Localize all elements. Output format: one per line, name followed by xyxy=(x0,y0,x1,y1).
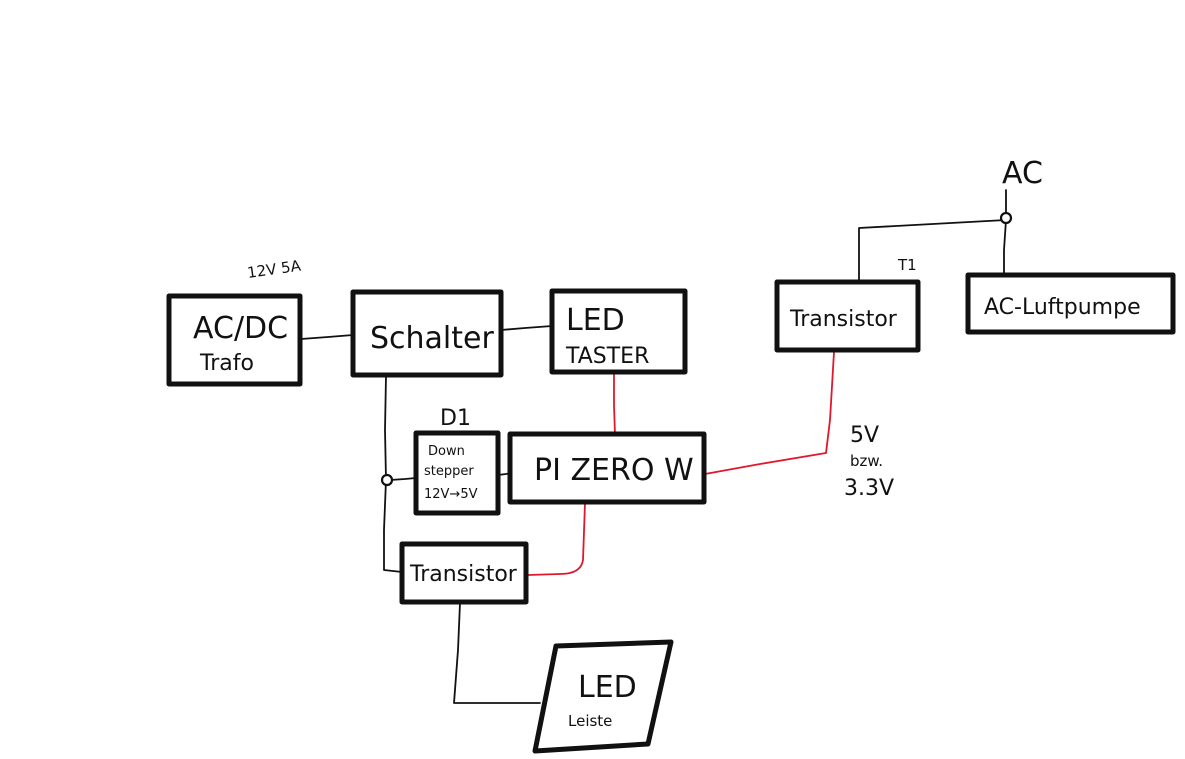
diode-label: D1 xyxy=(440,406,471,431)
trafo-label-line2: Trafo xyxy=(199,351,254,376)
signal-wire-pi-transistor-bottom xyxy=(527,502,586,576)
transistor-bottom-label: Transistor xyxy=(409,562,518,587)
led-taster-label-line1: LED xyxy=(566,303,625,338)
downstepper-label-line2: stepper xyxy=(424,464,474,479)
transistor-top-label: Transistor xyxy=(789,307,898,332)
led-taster-label-line2: TASTER xyxy=(565,344,649,369)
wire-schalter-led-taster xyxy=(500,325,553,331)
transistor-top-block xyxy=(774,279,921,353)
trafo-block xyxy=(166,293,303,387)
signal-wire-led-taster-pi xyxy=(613,371,616,436)
transistor-ref-label: T1 xyxy=(897,256,917,274)
psu-rating-label: 12V 5A xyxy=(246,257,303,282)
led-taster-block xyxy=(549,288,688,375)
led-strip-block xyxy=(532,639,674,754)
downstepper-label-line1: Down xyxy=(428,444,465,459)
signal-voltage-line1: 5V xyxy=(850,423,879,448)
ac-source-label: AC xyxy=(1002,156,1043,191)
junction-ac xyxy=(999,211,1013,225)
wire-transistor-led-strip xyxy=(453,602,541,704)
signal-voltage-line3: 3.3V xyxy=(844,476,894,501)
pump-label: AC-Luftpumpe xyxy=(984,295,1141,320)
wire-transistor-top-ac xyxy=(858,219,1007,283)
schalter-block xyxy=(350,289,504,378)
led-strip-label-line1: LED xyxy=(578,670,637,705)
pi-zero-label: PI ZERO W xyxy=(534,453,694,488)
junction-power xyxy=(380,473,394,487)
trafo-label-line1: AC/DC xyxy=(193,311,288,346)
signal-wire-pi-transistor-top xyxy=(704,351,835,475)
pi-zero-block xyxy=(507,431,707,505)
wire-junction-transistor xyxy=(383,479,403,573)
downstepper-block xyxy=(413,430,501,516)
wire-ac-pump xyxy=(1003,219,1007,276)
pump-block xyxy=(965,272,1176,335)
transistor-bottom-block xyxy=(399,541,529,605)
led-strip-label-line2: Leiste xyxy=(568,712,612,730)
wire-junction-downstepper xyxy=(389,477,417,481)
wire-trafo-schalter xyxy=(300,334,354,340)
downstepper-label-line3: 12V→5V xyxy=(424,487,478,502)
wire-schalter-down xyxy=(384,375,387,481)
signal-voltage-line2: bzw. xyxy=(850,452,883,470)
schalter-label: Schalter xyxy=(370,321,494,356)
